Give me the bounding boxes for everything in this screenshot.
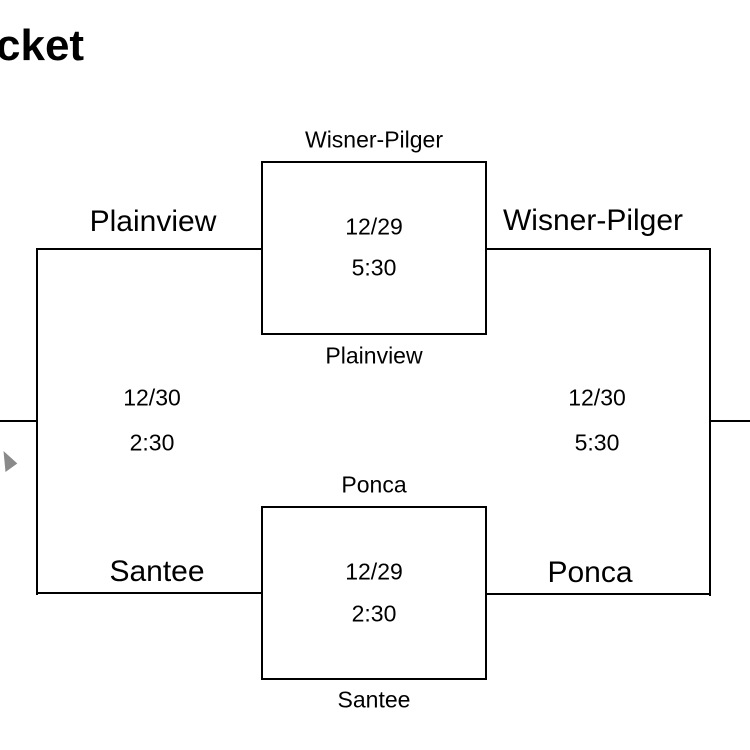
championship-top-connector-line	[486, 248, 711, 250]
semifinal-2-bottom-participant-label: Santee	[337, 686, 411, 713]
semifinal-2-date: 12/29	[345, 558, 403, 585]
game-box-semifinal-2	[261, 506, 487, 680]
championship-winner-line	[709, 420, 750, 422]
game-box-semifinal-1	[261, 161, 487, 335]
mouse-pointer-icon	[3, 451, 18, 472]
championship-time: 5:30	[574, 429, 620, 456]
consolation-time: 2:30	[129, 429, 175, 456]
semifinal-1-top-participant-label: Wisner-Pilger	[304, 126, 444, 153]
championship-bottom-connector-line	[486, 593, 711, 595]
consolation-bottom-team-label: Santee	[109, 555, 205, 588]
consolation-winner-line	[0, 420, 38, 422]
consolation-date: 12/30	[123, 384, 181, 411]
consolation-top-connector-line	[36, 248, 263, 250]
consolation-bottom-connector-line	[36, 592, 263, 594]
semifinal-1-bottom-participant-label: Plainview	[325, 342, 423, 369]
semifinal-2-time: 2:30	[351, 600, 397, 627]
semifinal-1-time: 5:30	[351, 254, 397, 281]
championship-top-team-label: Wisner-Pilger	[502, 204, 684, 237]
championship-vertical-line	[709, 248, 711, 596]
consolation-top-team-label: Plainview	[89, 205, 217, 238]
semifinal-1-date: 12/29	[345, 213, 403, 240]
championship-date: 12/30	[568, 384, 626, 411]
championship-bottom-team-label: Ponca	[547, 556, 633, 589]
semifinal-2-top-participant-label: Ponca	[341, 471, 407, 498]
page-title: cket	[0, 21, 85, 70]
